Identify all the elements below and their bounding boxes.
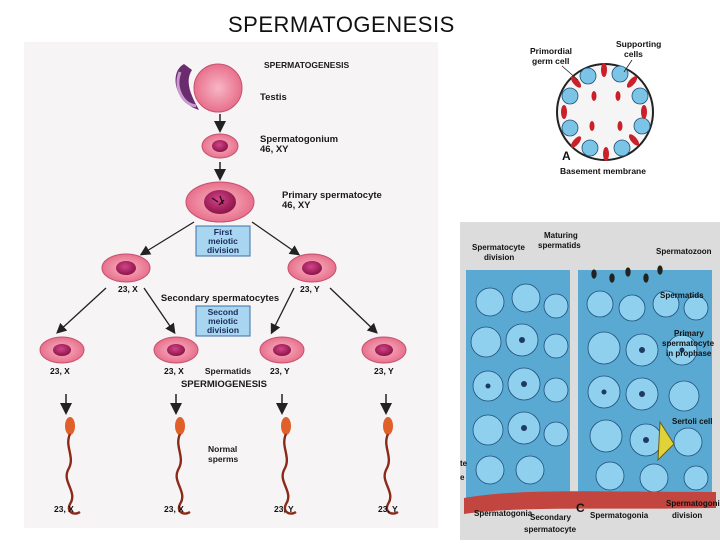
panel-c-letter: C: [576, 501, 585, 515]
spermatogonia-right-label: Spermatogonia: [590, 511, 649, 520]
secondary-spermatocytes-label: Secondary spermatocytes: [161, 293, 279, 304]
sperm-heads: [591, 265, 663, 283]
nuclei-dots: [485, 337, 685, 443]
spermatid-1-label: 23, X: [50, 366, 70, 376]
spermatid-3: [259, 336, 305, 364]
spermatid-3-label: 23, Y: [270, 366, 290, 376]
spermatogonium-karyotype: 46, XY: [260, 144, 289, 155]
svg-text:meiotic: meiotic: [208, 316, 238, 326]
primary-spermatocyte-cell: [185, 181, 255, 223]
maturing-2: spermatids: [538, 241, 581, 250]
spermatocyte-division-1: Spermatocyte: [472, 243, 525, 252]
normal-sperms-label-line2: sperms: [208, 454, 239, 464]
sperm-3: [281, 417, 297, 515]
spermatozoon-label: Spermatozoon: [656, 247, 712, 256]
basement-layer: [464, 491, 716, 514]
sperm-4: [383, 417, 399, 515]
spermatogonia-left-label: Spermatogonia: [474, 509, 533, 518]
primary-prophase-2: spermatocyte: [662, 339, 715, 348]
supporting-label-2: cells: [624, 49, 643, 59]
spermatogenesis-svg: SPERMATOGENESIS Testis Spermatogonium 46…: [39, 60, 407, 515]
spermatocyte-division-2: division: [484, 253, 514, 262]
spermatid-1: [39, 336, 85, 364]
diagram-header: SPERMATOGENESIS: [264, 60, 350, 70]
maturing-1: Maturing: [544, 231, 578, 240]
sperm-1: [65, 417, 81, 515]
secondary-y-label: 23, Y: [300, 284, 320, 294]
supporting-cells: [561, 63, 647, 161]
spermatids-label-c: Spermatids: [660, 291, 704, 300]
spermatids-label: Spermatids: [205, 366, 252, 376]
secondary-spermatocyte-x: [101, 253, 151, 283]
spermatid-2-label: 23, X: [164, 366, 184, 376]
spermatogonial-2: division: [672, 511, 702, 520]
primary-prophase-3: in prophase: [666, 349, 712, 358]
sertoli-cell: [657, 420, 675, 462]
sperm-3-label: 23, Y: [274, 504, 294, 514]
seminiferous-epithelium-panel: Spermatocyte division Maturing spermatid…: [460, 222, 720, 540]
normal-sperms-label-line1: Normal: [208, 444, 237, 454]
spermatogonium-cell: [201, 133, 239, 159]
svg-text:Second: Second: [208, 307, 239, 317]
svg-text:meiotic: meiotic: [208, 236, 238, 246]
epithelium-cells: [470, 283, 709, 493]
secondary-2: spermatocyte: [524, 525, 577, 534]
secondary-x-label: 23, X: [118, 284, 138, 294]
spermatogenesis-diagram: SPERMATOGENESIS Testis Spermatogonium 46…: [24, 42, 438, 528]
spermiogenesis-label: SPERMIOGENESIS: [181, 379, 267, 390]
secondary-spermatocyte-y: [287, 253, 337, 283]
svg-text:division: division: [207, 325, 239, 335]
primary-spermatocyte-karyotype: 46, XY: [282, 200, 311, 211]
cut-label-2: e: [460, 473, 465, 482]
spermatid-2: [153, 336, 199, 364]
supporting-label-1: Supporting: [616, 39, 661, 49]
germ-cells: [561, 65, 651, 157]
spermatid-4-label: 23, Y: [374, 366, 394, 376]
sperm-4-label: 23, Y: [378, 504, 398, 514]
primordial-label-1: Primordial: [530, 46, 572, 56]
primordial-label-2: germ cell: [532, 56, 569, 66]
sperm-2: [175, 417, 191, 515]
second-meiotic-division-box: Second meiotic division: [195, 305, 251, 337]
svg-text:division: division: [207, 245, 239, 255]
tubule-cross-section-panel: Primordial germ cell Supporting cells A …: [528, 36, 678, 178]
testis-illustration: [175, 63, 243, 113]
spermatid-4: [361, 336, 407, 364]
secondary-1: Secondary: [530, 513, 571, 522]
epithelium-svg: Spermatocyte division Maturing spermatid…: [460, 231, 720, 534]
spermatogonial-1: Spermatogonial: [666, 499, 720, 508]
slide-title: SPERMATOGENESIS: [228, 12, 455, 37]
sertoli-label: Sertoli cell: [672, 417, 712, 426]
primary-prophase-1: Primary: [674, 329, 704, 338]
sperm-2-label: 23, X: [164, 504, 184, 514]
first-meiotic-division-box: First meiotic division: [195, 225, 251, 257]
panel-a-letter: A: [562, 149, 571, 163]
basement-membrane-label: Basement membrane: [560, 166, 646, 176]
primary-spermatocyte-label: Primary spermatocyte: [282, 190, 382, 201]
testis-label: Testis: [260, 92, 287, 103]
spermatogonium-label: Spermatogonium: [260, 134, 338, 145]
tubule-svg: Primordial germ cell Supporting cells A …: [530, 39, 661, 176]
cut-label-1: te: [460, 459, 468, 468]
svg-text:First: First: [214, 227, 233, 237]
sperm-1-label: 23, X: [54, 504, 74, 514]
